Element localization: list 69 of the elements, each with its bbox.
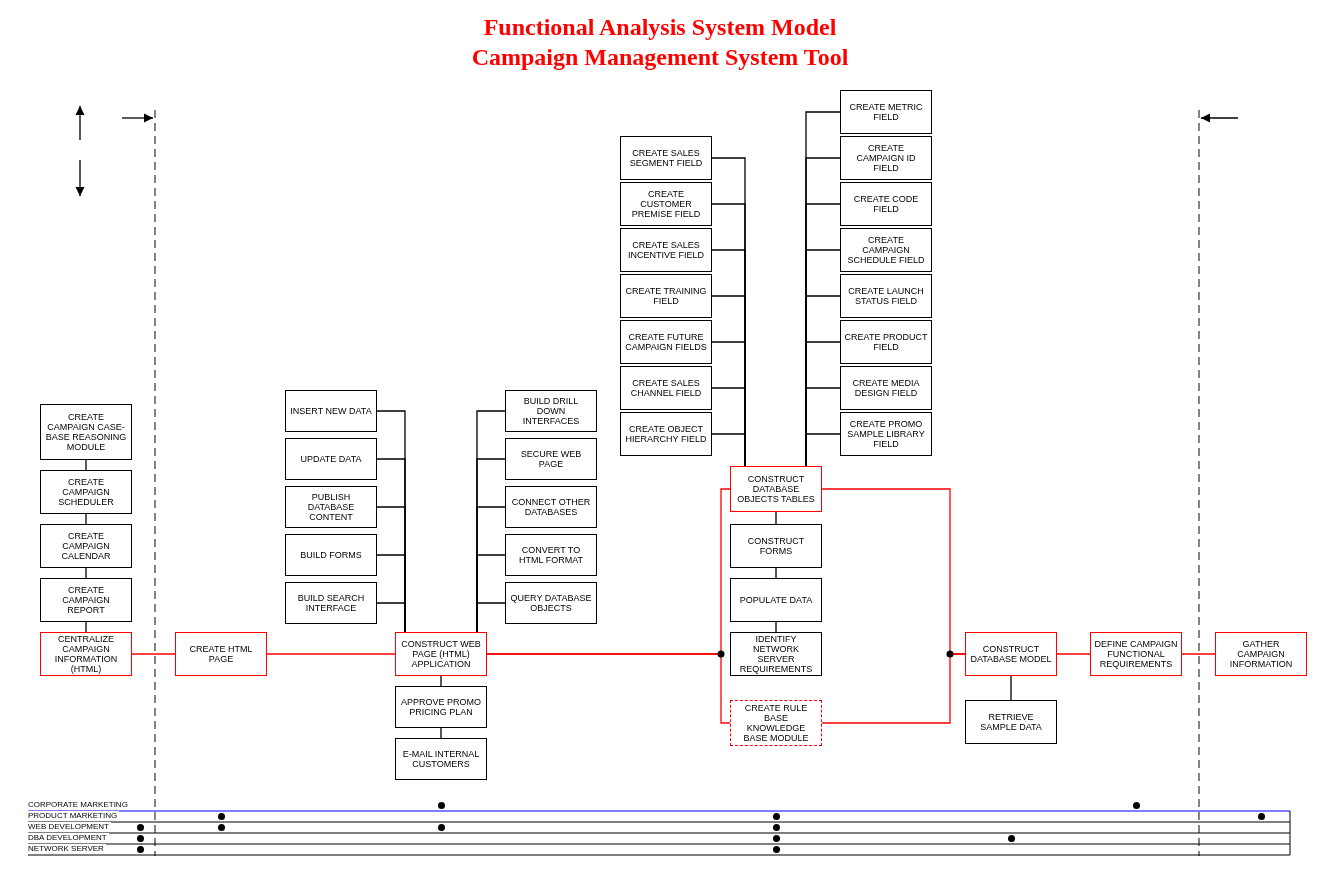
connector-line	[376, 602, 406, 633]
function-box: CONSTRUCT DATABASE MODEL	[965, 632, 1057, 676]
function-box: CREATE CAMPAIGN CASE-BASE REASONING MODULE	[40, 404, 132, 460]
lane-label: PRODUCT MARKETING	[28, 811, 120, 821]
function-box: CREATE CODE FIELD	[840, 182, 932, 226]
function-box: CREATE TRAINING FIELD	[620, 274, 712, 318]
connector-line	[131, 653, 176, 655]
function-box: POPULATE DATA	[730, 578, 822, 622]
function-box: CREATE MEDIA DESIGN FIELD	[840, 366, 932, 410]
function-box: CREATE CAMPAIGN SCHEDULER	[40, 470, 132, 514]
connector-line	[805, 433, 841, 467]
lane-label: CORPORATE MARKETING	[28, 800, 130, 810]
connector-line	[85, 621, 87, 633]
function-box: BUILD SEARCH INTERFACE	[285, 582, 377, 624]
function-box: CREATE FUTURE CAMPAIGN FIELDS	[620, 320, 712, 364]
connector-line	[1056, 653, 1091, 655]
function-box: CONSTRUCT WEB PAGE (HTML) APPLICATION	[395, 632, 487, 676]
function-box: IDENTIFY NETWORK SERVER REQUIREMENTS	[730, 632, 822, 676]
function-box: CREATE OBJECT HIERARCHY FIELD	[620, 412, 712, 456]
connector-line	[1181, 653, 1216, 655]
function-box: CREATE PROMO SAMPLE LIBRARY FIELD	[840, 412, 932, 456]
function-box: CONSTRUCT DATABASE OBJECTS TABLES	[730, 466, 822, 512]
function-box: BUILD DRILL DOWN INTERFACES	[505, 390, 597, 432]
function-box: BUILD FORMS	[285, 534, 377, 576]
function-box: APPROVE PROMO PRICING PLAN	[395, 686, 487, 728]
function-box: CREATE SALES CHANNEL FIELD	[620, 366, 712, 410]
function-box: PUBLISH DATABASE CONTENT	[285, 486, 377, 528]
connector-line	[1010, 675, 1012, 701]
function-box: QUERY DATABASE OBJECTS	[505, 582, 597, 624]
function-box: CREATE CAMPAIGN SCHEDULE FIELD	[840, 228, 932, 272]
function-box: GATHER CAMPAIGN INFORMATION	[1215, 632, 1307, 676]
function-box: CREATE CAMPAIGN ID FIELD	[840, 136, 932, 180]
function-box: INSERT NEW DATA	[285, 390, 377, 432]
connector-line	[775, 511, 777, 525]
function-box: CONVERT TO HTML FORMAT	[505, 534, 597, 576]
lane-label: DBA DEVELOPMENT	[28, 833, 109, 843]
function-box: CREATE PRODUCT FIELD	[840, 320, 932, 364]
connector-line	[85, 567, 87, 579]
function-box: E-MAIL INTERNAL CUSTOMERS	[395, 738, 487, 780]
title: Functional Analysis System Model Campaign Management System Tool	[470, 13, 850, 72]
connector-line	[486, 653, 731, 724]
connector-line	[440, 727, 442, 739]
function-box: CREATE METRIC FIELD	[840, 90, 932, 134]
connector-line	[266, 653, 396, 655]
function-box: CREATE SALES SEGMENT FIELD	[620, 136, 712, 180]
function-box: CREATE HTML PAGE	[175, 632, 267, 676]
connector-line	[711, 433, 746, 467]
function-box: CREATE RULE BASE KNOWLEDGE BASE MODULE	[730, 700, 822, 746]
lane-label: WEB DEVELOPMENT	[28, 822, 111, 832]
function-box: CREATE CAMPAIGN CALENDAR	[40, 524, 132, 568]
function-box: SECURE WEB PAGE	[505, 438, 597, 480]
function-box: CREATE LAUNCH STATUS FIELD	[840, 274, 932, 318]
function-box: CREATE CAMPAIGN REPORT	[40, 578, 132, 622]
connector-line	[476, 602, 506, 633]
function-box: CONSTRUCT FORMS	[730, 524, 822, 568]
function-box: CENTRALIZE CAMPAIGN INFORMATION (HTML)	[40, 632, 132, 676]
function-box: CONNECT OTHER DATABASES	[505, 486, 597, 528]
connector-line	[85, 513, 87, 525]
connector-line	[440, 675, 442, 687]
function-box: CREATE CUSTOMER PREMISE FIELD	[620, 182, 712, 226]
lane-label: NETWORK SERVER	[28, 844, 106, 854]
connector-line	[85, 459, 87, 471]
connector-line	[775, 621, 777, 633]
function-box: RETRIEVE SAMPLE DATA	[965, 700, 1057, 744]
function-box: DEFINE CAMPAIGN FUNCTIONAL REQUIREMENTS	[1090, 632, 1182, 676]
function-box: UPDATE DATA	[285, 438, 377, 480]
function-box: CREATE SALES INCENTIVE FIELD	[620, 228, 712, 272]
connector-line	[775, 567, 777, 579]
connector-line	[821, 653, 966, 724]
